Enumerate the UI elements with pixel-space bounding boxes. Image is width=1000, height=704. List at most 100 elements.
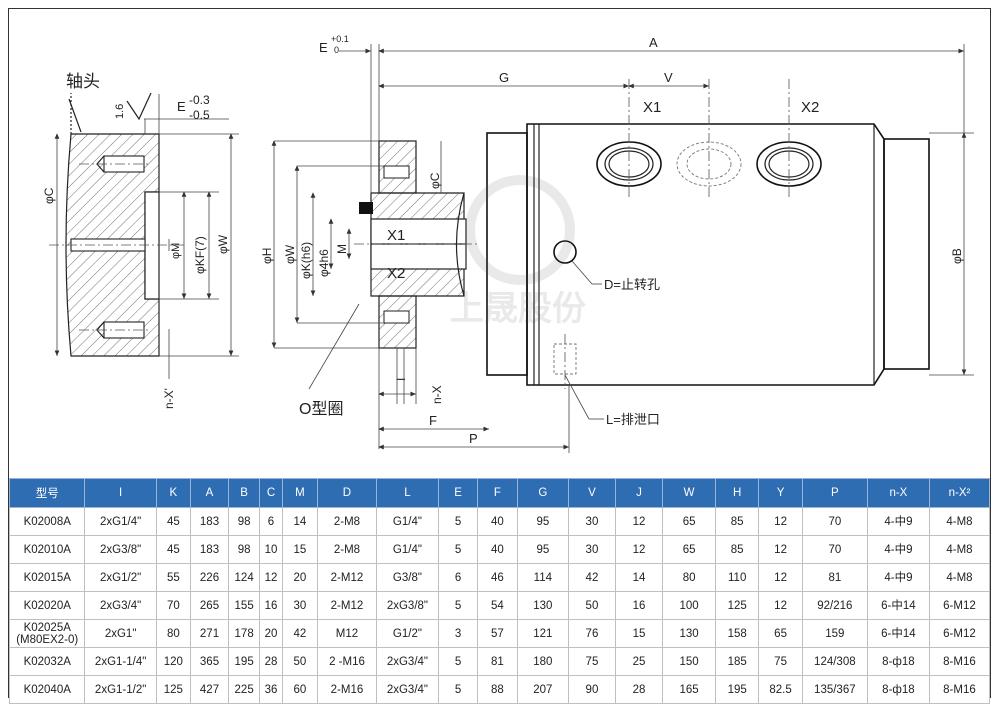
table-cell: 130 [662,619,716,648]
table-cell: 88 [477,675,518,704]
table-cell: 6 [437,563,479,592]
table-cell: 4-M8 [928,535,991,564]
table-cell: 8-ф18 [866,675,930,704]
table-cell: K02020A [8,591,86,620]
table-cell: 20 [259,619,283,648]
table-cell: 2-M16 [317,675,377,704]
table-cell: 4-中9 [866,535,930,564]
table-cell: 183 [189,535,230,564]
table-cell: 10 [259,535,283,564]
table-cell: 12 [614,535,664,564]
table-cell: 25 [614,647,664,676]
label-port-x1: X1 [387,227,405,244]
table-cell: 92/216 [801,591,868,620]
table-cell: 165 [662,675,716,704]
table-cell: 365 [189,647,230,676]
column-header: F [477,478,518,508]
label-e-left: E [177,99,186,114]
table-cell: 6-M12 [928,591,991,620]
table-cell: 2xG3/4" [375,675,439,704]
table-cell: 2-M8 [317,535,377,564]
table-cell: 110 [714,563,760,592]
table-cell: 207 [516,675,570,704]
label-nx: n-X [430,385,444,404]
table-cell: 16 [259,591,283,620]
column-header: I [84,478,157,508]
label-e-tol-zero: 0 [334,45,339,55]
table-cell: 178 [228,619,261,648]
label-dia-kf7: φKF(7) [193,236,207,274]
table-cell: K02008A [8,507,86,536]
table-cell: 4-中9 [866,507,930,536]
table-cell: 12 [758,563,803,592]
label-dia-c-right: φC [428,172,442,189]
table-cell: 70 [801,507,868,536]
table-cell: 2 -M16 [317,647,377,676]
table-cell: 90 [568,675,616,704]
table-cell: 121 [516,619,570,648]
table-cell: 30 [568,507,616,536]
label-port-x2: X2 [387,265,405,282]
label-e-tol-plus: +0.1 [331,34,349,44]
column-header: A [189,478,230,508]
label-x1: X1 [643,99,661,116]
table-cell: 98 [228,535,261,564]
table-cell: 183 [189,507,230,536]
table-cell: 15 [614,619,664,648]
label-m: M [335,244,349,254]
table-cell: 155 [228,591,261,620]
column-header: K [155,478,191,508]
table-cell: 40 [477,507,518,536]
table-cell: 6-中14 [866,591,930,620]
table-cell: 28 [259,647,283,676]
table-cell: 2xG3/8" [84,535,157,564]
table-cell: G3/8" [375,563,439,592]
column-header: M [281,478,319,508]
table-cell: K02010A [8,535,86,564]
table-cell: G1/4" [375,535,439,564]
label-dia-h: φH [260,248,274,264]
table-cell: K02032A [8,647,86,676]
table-cell: 54 [477,591,518,620]
table-cell: 42 [281,619,319,648]
table-cell: 159 [801,619,868,648]
column-header: Y [758,478,803,508]
table-cell: 81 [477,647,518,676]
column-header: D [317,478,377,508]
table-cell: 2xG1/2" [84,563,157,592]
label-shaft-head-display: 轴头 [66,72,100,91]
table-cell: 12 [758,535,803,564]
table-cell: 70 [155,591,191,620]
table-cell: 135/367 [801,675,868,704]
table-cell: 57 [477,619,518,648]
table-cell: 12 [614,507,664,536]
label-dia-b: φB [950,248,964,264]
column-header: G [516,478,570,508]
table-cell: 95 [516,507,570,536]
table-cell: 150 [662,647,716,676]
label-dia-w-left: φW [216,234,230,254]
table-cell: 6-中14 [866,619,930,648]
table-cell: 46 [477,563,518,592]
label-dia-m: φM [170,243,182,259]
table-cell: 14 [614,563,664,592]
column-header: P [801,478,868,508]
table-cell: 16 [614,591,664,620]
table-cell: 12 [758,591,803,620]
table-cell: 271 [189,619,230,648]
label-i: I [394,378,408,381]
table-cell: K02025A(M80EX2-0) [8,619,86,648]
label-nx-prime: n-X' [162,388,176,409]
table-cell: 226 [189,563,230,592]
table-cell: 100 [662,591,716,620]
table-cell: 4-M8 [928,563,991,592]
table-cell: 8-M16 [928,647,991,676]
table-cell: 2xG3/4" [84,591,157,620]
table-cell: G1/4" [375,507,439,536]
table-cell: 85 [714,507,760,536]
table-cell: 180 [516,647,570,676]
